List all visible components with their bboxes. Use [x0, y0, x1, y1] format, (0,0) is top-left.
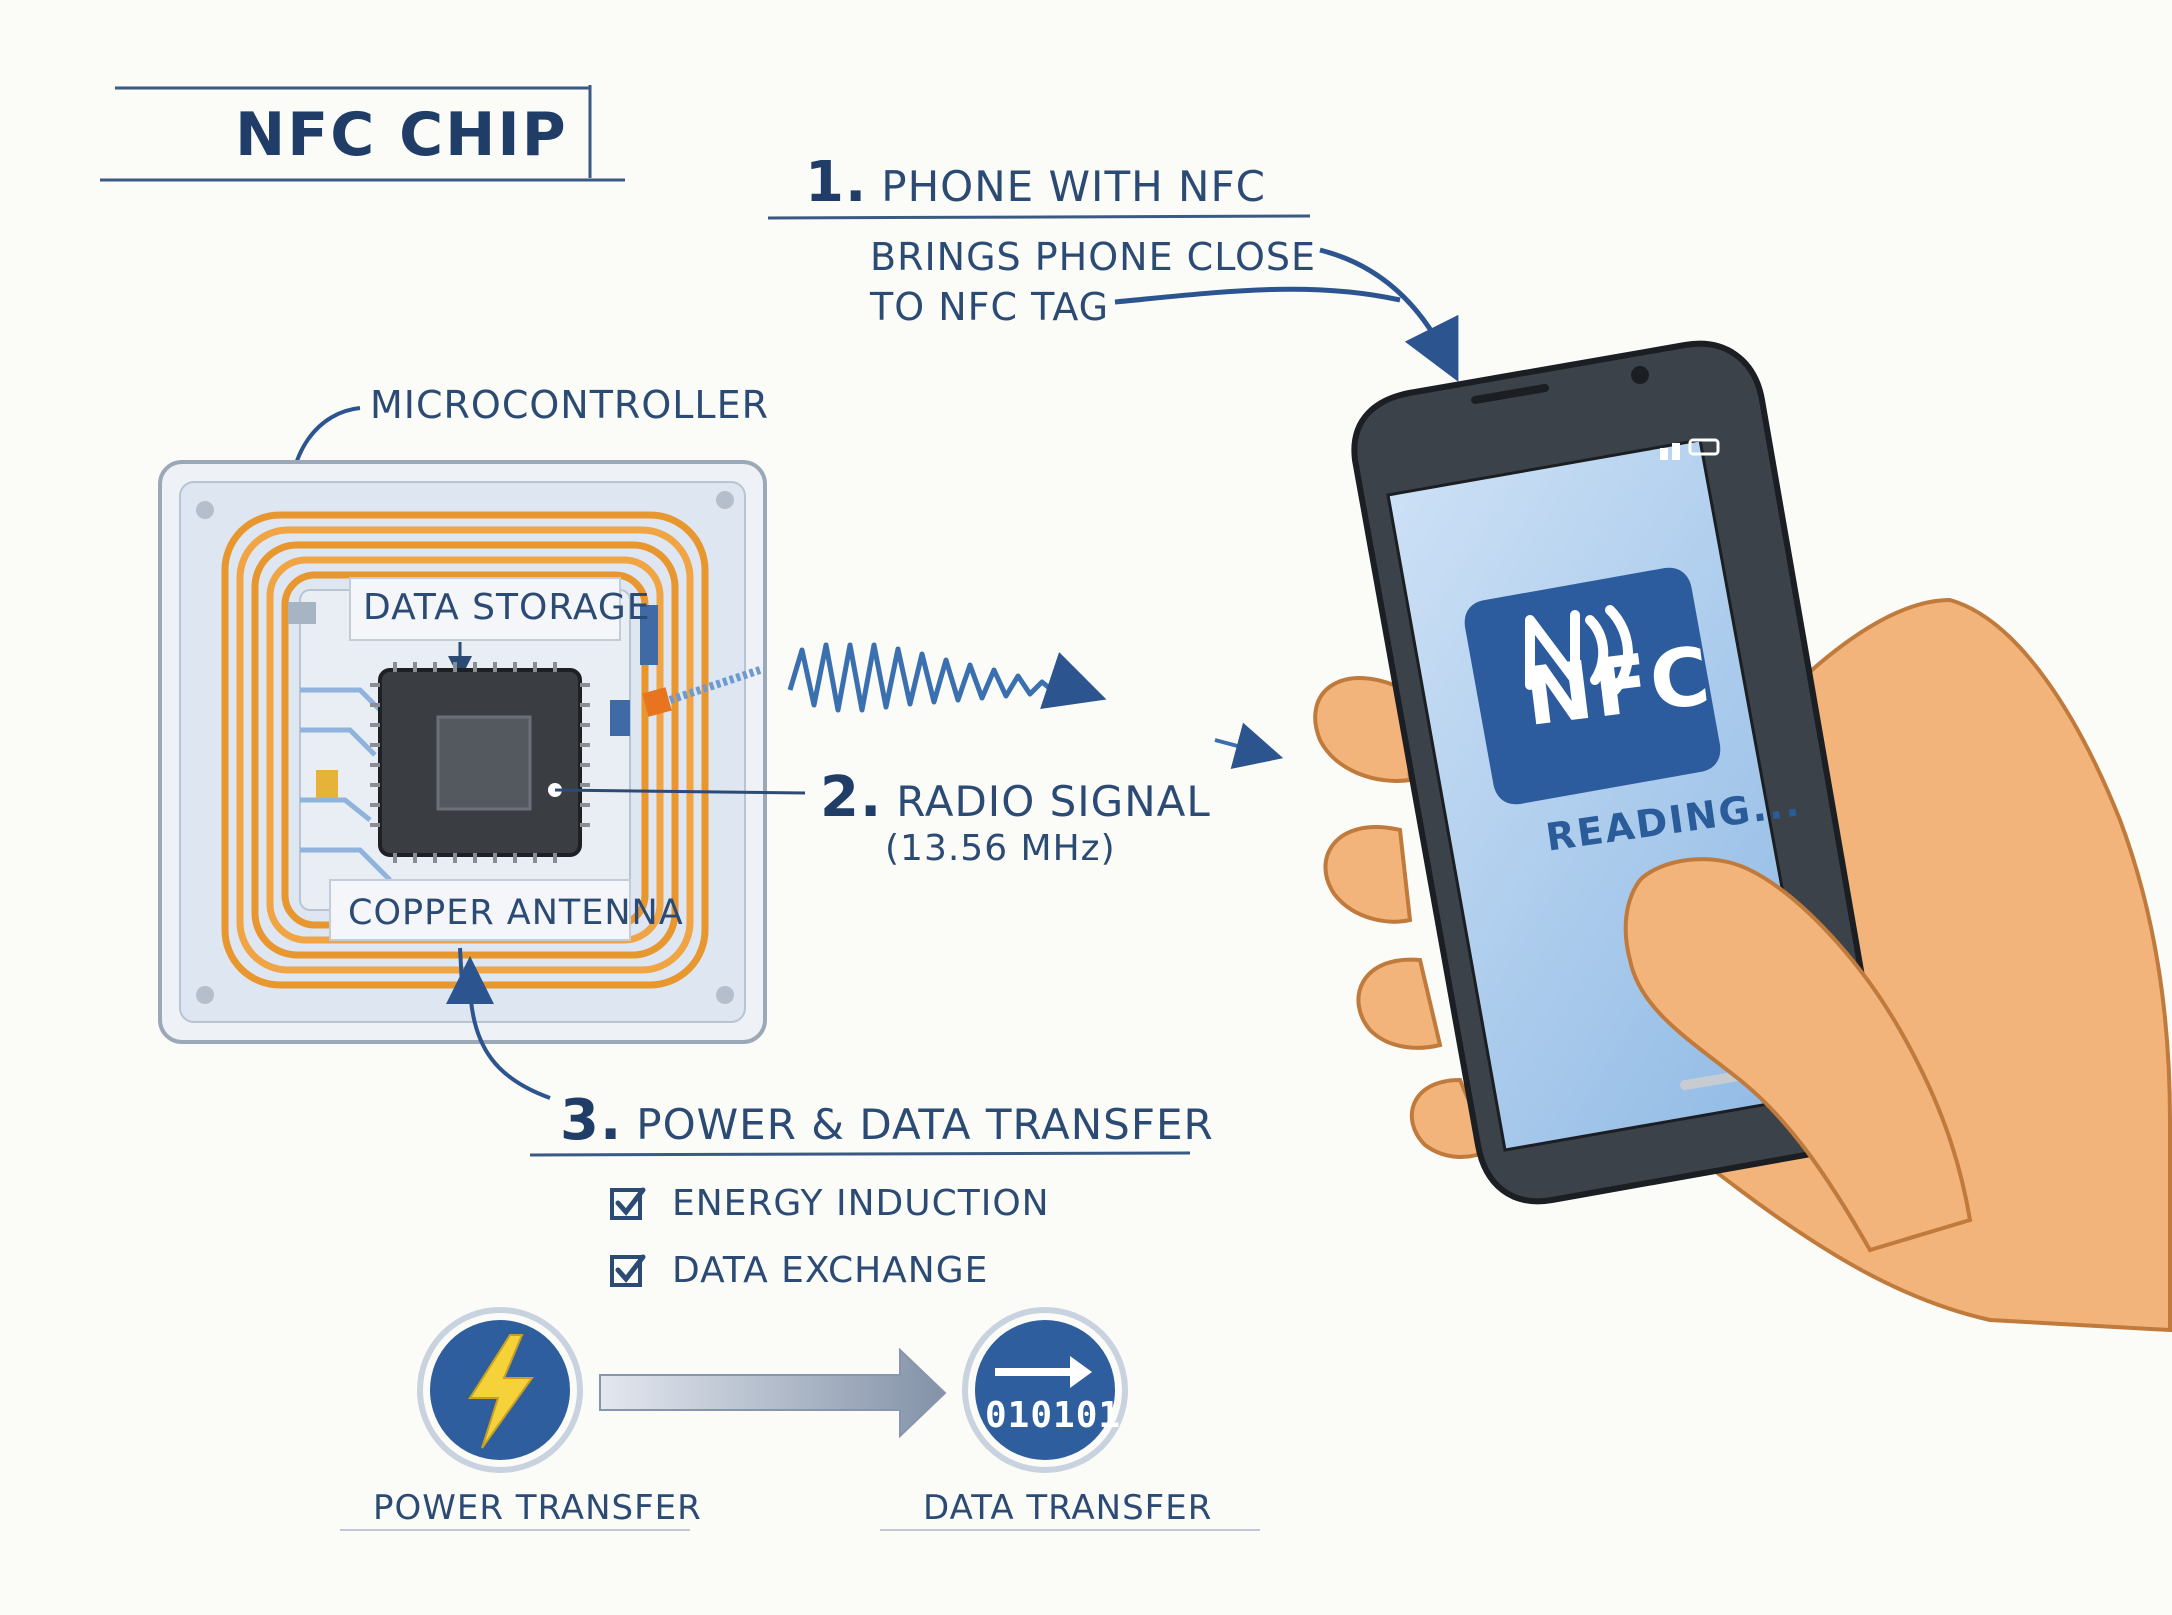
copper-antenna-box	[329, 879, 631, 941]
signal-emitter	[642, 687, 672, 717]
phone-speaker	[1471, 384, 1549, 404]
radio-wave-tail-arrow	[1214, 722, 1284, 770]
title-frame	[100, 85, 625, 182]
step1-label: PHONE WITH NFC	[881, 162, 1266, 211]
data-transfer-label: DATA TRANSFER	[923, 1488, 1213, 1528]
step1-heading: 1. PHONE WITH NFC	[805, 150, 1266, 215]
step1-underline	[767, 214, 1311, 220]
microcontroller-label: MICROCONTROLLER	[370, 383, 769, 427]
data-storage-box	[349, 577, 621, 641]
data-transfer-circle	[962, 1307, 1128, 1473]
step1-description: BRINGS PHONE CLOSE TO NFC TAG	[870, 235, 1317, 329]
signal-beam	[668, 666, 762, 704]
page-title: NFC CHIP	[235, 100, 568, 170]
binary-arrow-icon	[995, 1356, 1092, 1388]
data-storage-label: DATA STORAGE	[363, 587, 651, 628]
phone-camera	[1631, 366, 1649, 384]
step2-leader-line	[554, 788, 806, 795]
step3-heading: 3. POWER & DATA TRANSFER	[560, 1088, 1214, 1153]
step3-arrow-stem	[458, 947, 464, 986]
nfc-symbol	[1525, 605, 1633, 695]
step2-frequency: (13.56 MHz)	[885, 828, 1116, 869]
step1-number: 1.	[805, 150, 868, 215]
power-transfer-label: POWER TRANSFER	[373, 1488, 702, 1528]
radio-wave	[787, 642, 1107, 713]
checklist-label: ENERGY INDUCTION	[672, 1183, 1050, 1224]
copper-antenna-label: COPPER ANTENNA	[348, 893, 684, 933]
step3-underline	[529, 1151, 1191, 1157]
smd-component	[288, 602, 316, 624]
flow-arrow	[599, 1347, 947, 1439]
step1-arrow	[1114, 247, 1445, 355]
lightning-bolt-icon	[468, 1334, 534, 1449]
checkbox-checked-icon	[610, 1254, 646, 1287]
step3-number: 3.	[560, 1088, 623, 1153]
microchip	[370, 662, 590, 863]
step3-label: POWER & DATA TRANSFER	[636, 1100, 1214, 1149]
checklist-item-energy: ENERGY INDUCTION	[610, 1183, 1050, 1224]
side-pad	[610, 700, 630, 736]
checkbox-checked-icon	[610, 1187, 646, 1220]
binary-digits: 010101	[985, 1395, 1122, 1436]
side-connector	[640, 605, 658, 665]
capacitor	[316, 770, 338, 798]
status-bar-icons	[1660, 438, 1720, 460]
step2-heading: 2. RADIO SIGNAL	[820, 765, 1211, 830]
checklist-label: DATA EXCHANGE	[672, 1250, 989, 1291]
step3-arrow	[446, 956, 551, 1100]
step2-number: 2.	[820, 765, 883, 830]
power-transfer-circle	[417, 1307, 583, 1473]
thumb	[1623, 857, 1973, 1253]
step2-label: RADIO SIGNAL	[896, 777, 1211, 826]
checklist-item-data: DATA EXCHANGE	[610, 1250, 988, 1291]
